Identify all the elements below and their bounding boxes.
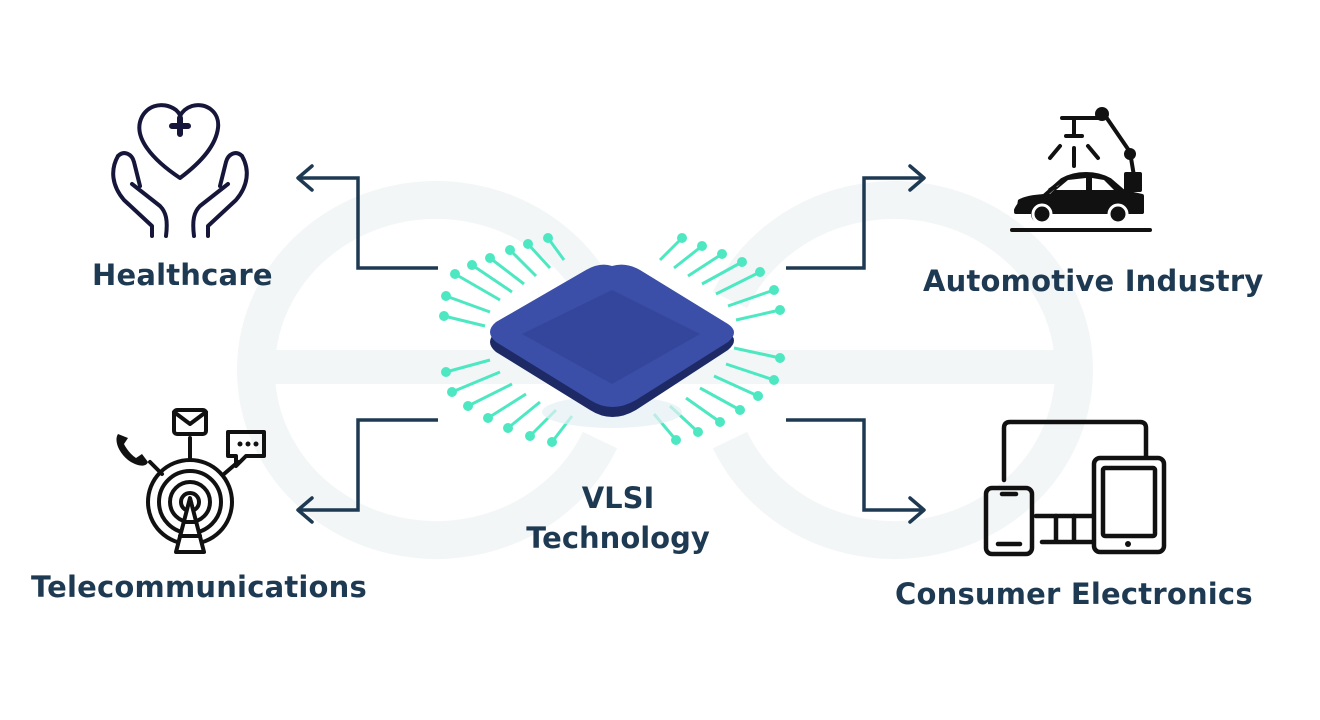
arrow-telecom (298, 418, 438, 512)
automotive-industry-label: Automotive Industry (923, 264, 1264, 298)
arrow-automotive (786, 176, 924, 270)
telecommunications-label: Telecommunications (31, 570, 367, 604)
arrow-consumer (786, 418, 924, 512)
consumer-electronics-label: Consumer Electronics (895, 577, 1253, 611)
arrow-healthcare (298, 176, 438, 270)
vlsi-technology-label: VLSI Technology (478, 478, 758, 558)
healthcare-label: Healthcare (92, 258, 273, 292)
arrowhead-telecom (296, 496, 314, 524)
arrowhead-automotive (908, 164, 926, 192)
center-label-line2: Technology (526, 521, 710, 555)
arrowhead-consumer (908, 496, 926, 524)
arrowhead-healthcare (296, 164, 314, 192)
center-label-line1: VLSI (581, 481, 655, 515)
